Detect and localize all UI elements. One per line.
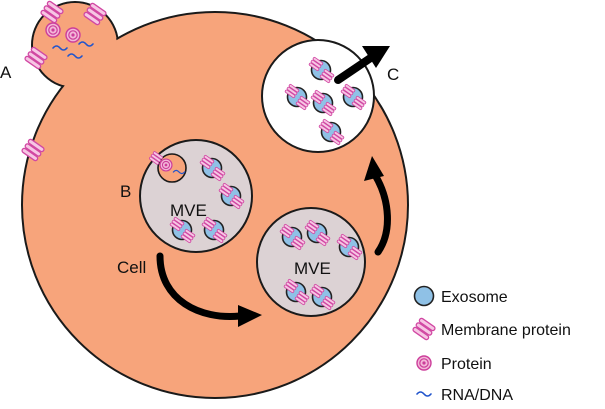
mve-forming [139,139,253,253]
protein-icon [416,355,432,371]
label-b: B [120,182,131,201]
arrow-b-to-mve [156,252,262,327]
exosome-icon [413,285,435,307]
legend-label-membrane-protein: Membrane protein [441,322,571,339]
arrow-mve-to-c [364,156,391,256]
legend-item-exosome: Exosome [413,285,508,307]
legend-label-rna-dna: RNA/DNA [441,387,513,404]
legend-label-exosome: Exosome [441,289,508,306]
membrane-protein-icon [411,316,437,342]
exocytosis-vesicle [261,39,375,153]
label-c: C [387,65,399,84]
legend-label-protein: Protein [441,356,492,373]
arrow-release [334,46,390,84]
rna-dna-icon [416,391,432,397]
label-a: A [0,63,12,82]
label-cell: Cell [117,258,146,277]
label-mve-forming: MVE [170,201,207,220]
legend-item-membrane-protein: Membrane protein [411,316,571,342]
legend: Exosome Membrane protein Protein RNA/DNA [411,285,571,404]
legend-item-rna-dna: RNA/DNA [416,387,513,404]
mve-mature [256,207,366,317]
label-mve-mature: MVE [294,259,331,278]
legend-item-protein: Protein [416,355,492,373]
